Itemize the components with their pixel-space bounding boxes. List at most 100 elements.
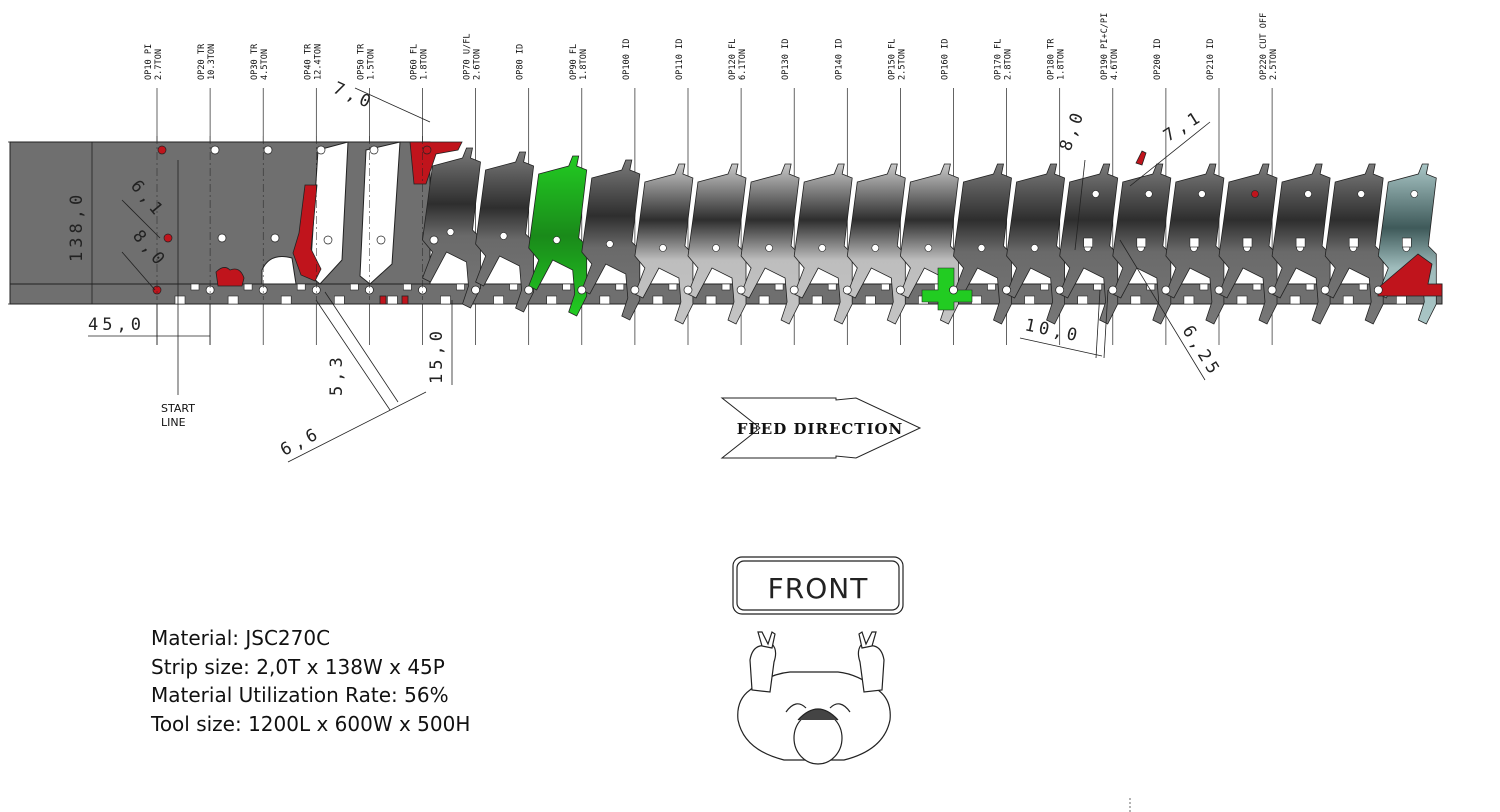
station-op-16: OP160 ID xyxy=(941,39,951,80)
carrier-notch xyxy=(227,295,239,305)
dim-6-6: 6,6 xyxy=(277,423,324,460)
dim-strip-width: 138,0 xyxy=(67,191,87,262)
station-op-1: OP10 PI xyxy=(144,44,154,80)
station-op-17: OP170 FL xyxy=(994,39,1004,80)
carrier-notch xyxy=(971,295,982,305)
part-hole xyxy=(1357,190,1365,198)
carrier-notch xyxy=(1396,295,1407,305)
pilot-hole xyxy=(422,145,432,155)
carrier-notch xyxy=(1093,283,1102,291)
part-hole xyxy=(1304,190,1312,198)
station-label-8: OP80 ID xyxy=(516,44,526,80)
part-hole xyxy=(712,244,720,252)
station-ton-3: 4.5TON xyxy=(260,49,270,80)
station-op-2: OP20 TR xyxy=(197,43,207,80)
carrier-notch xyxy=(456,283,465,291)
pilot-hole xyxy=(1108,285,1118,295)
part-progression xyxy=(421,147,1437,325)
part-hole xyxy=(659,244,667,252)
station-ton-4: 12.4TON xyxy=(313,44,323,80)
operator-figure xyxy=(737,631,891,765)
pilot-holes xyxy=(152,136,1383,300)
part-hole xyxy=(1410,190,1419,198)
part-hole xyxy=(871,244,880,252)
station-op-3: OP30 TR xyxy=(250,43,260,80)
dim-7-0: 7,0 xyxy=(330,78,377,114)
part-hole xyxy=(1198,190,1206,198)
carrier-notch xyxy=(174,295,186,305)
station-label-11: OP110 ID xyxy=(675,39,685,80)
carrier-notch xyxy=(403,283,412,291)
station-op-8: OP80 ID xyxy=(516,44,526,80)
station-op-5: OP50 TR xyxy=(356,43,366,80)
dim-6-25: 6,25 xyxy=(1178,322,1225,381)
pilot-hole xyxy=(471,285,480,295)
station-op-6: OP60 FL xyxy=(410,44,420,80)
carrier-notch xyxy=(827,283,837,291)
part-hole xyxy=(1251,190,1259,198)
station-ton-6: 1.8TON xyxy=(420,49,430,80)
pilot-hole xyxy=(157,145,167,155)
part-square-hole xyxy=(1242,237,1253,248)
carrier-notch xyxy=(721,283,731,291)
carrier-notch xyxy=(546,295,558,305)
carrier-notch xyxy=(1236,295,1248,305)
spec-material: Material: JSC270C xyxy=(151,626,331,650)
pilot-hole xyxy=(524,285,534,295)
pilot-hole xyxy=(1373,285,1383,295)
carrier-notch xyxy=(864,295,876,305)
carrier-notch xyxy=(615,283,625,291)
carrier-notch xyxy=(1183,295,1195,305)
pilot-hole xyxy=(263,145,273,155)
carrier-notch xyxy=(1077,295,1088,305)
carrier-notch xyxy=(333,295,345,305)
station-op-11: OP110 ID xyxy=(675,39,685,80)
dim-10-0: 10,0 xyxy=(1023,315,1083,346)
pilot-hole xyxy=(1267,285,1277,295)
station-ton-1: 2.7TON xyxy=(154,49,164,80)
station-op-14: OP140 ID xyxy=(834,39,844,80)
carrier-notch xyxy=(296,283,306,291)
pilot-hole xyxy=(323,235,333,245)
carrier-notch xyxy=(1305,283,1315,291)
pilot-hole xyxy=(683,285,693,295)
station-op-18: OP180 TR xyxy=(1047,38,1057,80)
station-op-7: OP70 U/FL xyxy=(463,33,473,80)
carrier-notch xyxy=(1146,283,1156,291)
station-ton-2: 10.3TON xyxy=(207,44,217,80)
pilot-hole xyxy=(630,285,640,295)
part-hole xyxy=(499,232,508,240)
carrier-notch xyxy=(509,283,518,291)
carrier-notch xyxy=(668,283,678,291)
station-ton-19: 4.6TON xyxy=(1110,49,1120,80)
part-hole xyxy=(818,244,827,252)
station-op-4: OP40 TR xyxy=(303,43,313,80)
spec-tool-size: Tool size: 1200L x 600W x 500H xyxy=(151,711,471,736)
material-specs: Material: JSC270C Strip size: 2,0T x 138… xyxy=(151,624,470,738)
dim-8-0-b: 8,0 xyxy=(1056,107,1089,154)
station-op-13: OP130 ID xyxy=(781,39,791,80)
station-op-20: OP200 ID xyxy=(1153,39,1163,80)
spec-strip-size: Strip size: 2,0T x 138W x 45P xyxy=(151,654,445,679)
carrier-notch xyxy=(880,283,890,291)
part-hole xyxy=(446,228,455,236)
pilot-hole xyxy=(376,235,386,245)
station-ton-7: 2.6TON xyxy=(473,49,483,80)
pilot-hole xyxy=(217,233,227,243)
part-hole xyxy=(1091,190,1100,198)
part-square-hole xyxy=(1348,237,1359,248)
start-line-label-2: LINE xyxy=(161,416,186,429)
spec-utilization: Material Utilization Rate: 56% xyxy=(151,683,449,707)
station-label-14: OP140 ID xyxy=(834,39,844,80)
pilot-hole xyxy=(736,285,746,295)
pilot-hole xyxy=(896,285,905,295)
carrier-notch xyxy=(811,295,823,305)
part-hole xyxy=(977,244,986,252)
